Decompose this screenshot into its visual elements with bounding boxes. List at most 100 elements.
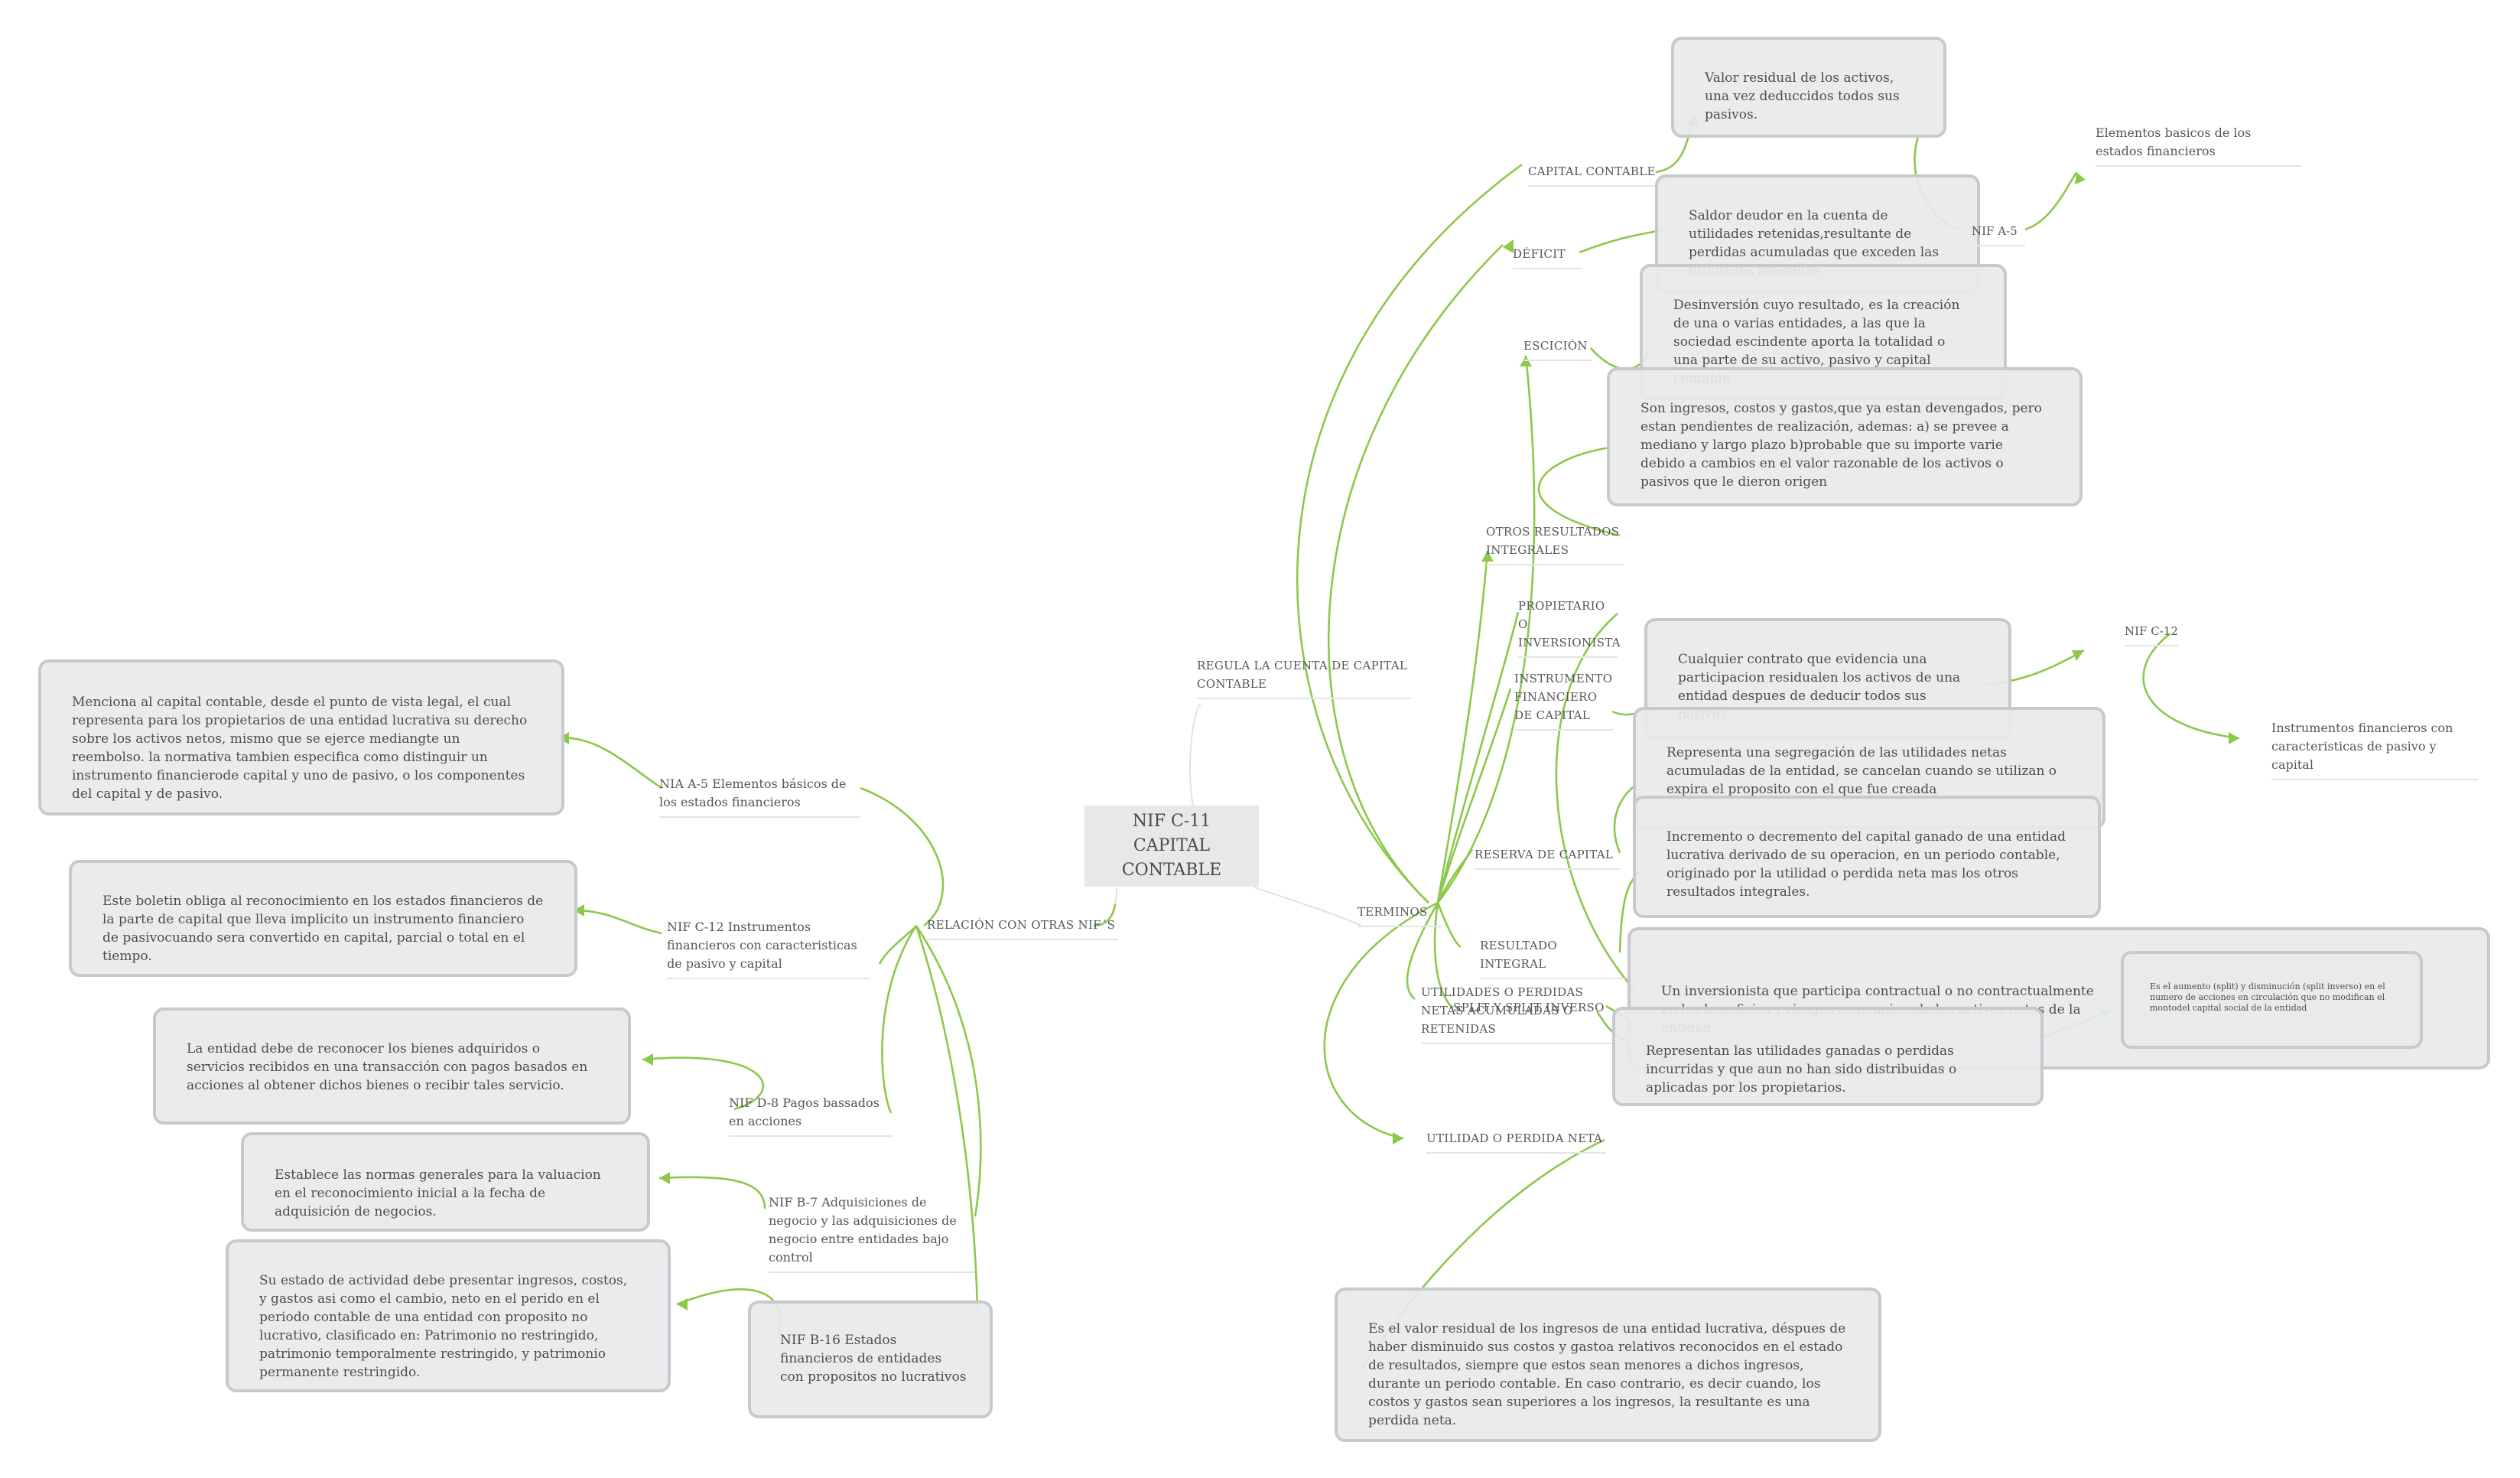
- link-relacion-d8: [881, 925, 918, 1114]
- branch-terminos[interactable]: TERMINOS: [1358, 903, 1442, 927]
- link-terminos-utilidad-neta: [1323, 901, 1439, 1140]
- link-b7-desc: [658, 1176, 766, 1209]
- rel-nif-b16-label: NIF B-16 Estados financieros de entidade…: [780, 1333, 967, 1385]
- term-utilidad-neta[interactable]: UTILIDAD O PERDIDA NETA: [1426, 1129, 1606, 1154]
- ref-nif-c12-desc-label: Instrumentos financieros con caracterist…: [2271, 721, 2453, 772]
- root-title: NIF C-11 CAPITAL CONTABLE: [1121, 812, 1222, 880]
- link-terminos-split: [1433, 902, 1454, 1009]
- def-utilidad-neta[interactable]: Es el valor residual de los ingresos de …: [1335, 1288, 1881, 1442]
- rel-nif-d8-desc[interactable]: La entidad debe de reconocer los bienes …: [153, 1008, 631, 1125]
- def-capital-contable-text: Valor residual de los activos, una vez d…: [1705, 70, 1900, 122]
- def-otros-resultados[interactable]: Son ingresos, costos y gastos,que ya est…: [1607, 367, 2083, 506]
- link-terminos-instrumento: [1436, 688, 1512, 903]
- term-split[interactable]: SPLIT Y SPLIT INVERSO: [1453, 998, 1606, 1021]
- term-escicion-label: ESCICIÓN: [1523, 339, 1588, 353]
- def-otros-resultados-text: Son ingresos, costos y gastos,que ya est…: [1640, 401, 2042, 490]
- term-instrumento[interactable]: INSTRUMENTO FINANCIERO DE CAPITAL: [1514, 669, 1614, 731]
- arrowhead: [659, 1172, 670, 1184]
- link-propietario-def: [1555, 613, 1636, 991]
- rel-nif-c12-desc[interactable]: Este boletin obliga al reconocimiento en…: [69, 860, 577, 977]
- def-capital-contable[interactable]: Valor residual de los activos, una vez d…: [1671, 37, 1946, 138]
- def-split[interactable]: Es el aumento (split) y disminución (spl…: [2121, 951, 2423, 1049]
- rel-nif-b7-desc-text: Establece las normas generales para la v…: [275, 1167, 601, 1219]
- term-capital-contable[interactable]: CAPITAL CONTABLE: [1528, 162, 1658, 187]
- def-utilidades[interactable]: Representan las utilidades ganadas o per…: [1612, 1007, 2044, 1106]
- term-resultado-integral[interactable]: RESULTADO INTEGRAL: [1480, 936, 1625, 979]
- link-d8-desc: [642, 1056, 765, 1111]
- ref-nif-a5-desc[interactable]: Elementos basicos de los estados financi…: [2096, 124, 2302, 167]
- rel-nif-b16[interactable]: NIF B-16 Estados financieros de entidade…: [748, 1301, 993, 1418]
- branch-terminos-label: TERMINOS: [1358, 905, 1428, 919]
- branch-relacion-label: RELACIÓN CON OTRAS NIF´S: [927, 918, 1116, 932]
- link-c12-desc: [573, 909, 662, 935]
- term-instrumento-label: INSTRUMENTO FINANCIERO DE CAPITAL: [1514, 672, 1613, 722]
- arrowhead: [1520, 356, 1532, 366]
- rel-nia-a5-desc[interactable]: Menciona al capital contable, desde el p…: [38, 659, 564, 816]
- term-propietario[interactable]: PROPIETARIO O INVERSIONISTA: [1518, 597, 1621, 658]
- term-capital-contable-label: CAPITAL CONTABLE: [1528, 164, 1656, 178]
- rel-nif-b16-desc-text: Su estado de actividad debe presentar in…: [259, 1273, 628, 1380]
- term-utilidades-label: UTILIDADES O PERDIDAS NETAS ACUMULADAS O…: [1421, 985, 1584, 1036]
- link-terminos-reserva: [1436, 848, 1474, 903]
- ref-nif-c12-label: NIF C-12: [2125, 624, 2178, 638]
- link-deficit-def: [1579, 228, 1664, 254]
- term-otros-resultados-label: OTROS RESULTADOS INTEGRALES: [1486, 525, 1620, 557]
- ref-nif-c12-desc[interactable]: Instrumentos financieros con caracterist…: [2271, 719, 2478, 780]
- arrowhead: [2229, 732, 2239, 744]
- link-terminos-propietario: [1436, 611, 1520, 903]
- branch-regula-label: REGULA LA CUENTA DE CAPITAL CONTABLE: [1197, 659, 1408, 691]
- rel-nif-d8-label: NIF D-8 Pagos bassados en acciones: [729, 1095, 880, 1128]
- arrowhead: [677, 1298, 688, 1310]
- link-relacion-b16: [915, 925, 979, 1309]
- rel-nif-c12[interactable]: NIF C-12 Instrumentos financieros con ca…: [667, 918, 870, 979]
- def-resultado-integral[interactable]: Incremento o decremento del capital gana…: [1633, 796, 2101, 918]
- arrowhead: [2072, 650, 2084, 661]
- root-to-terminos-line: [1253, 887, 1362, 926]
- link-relacion-nia: [860, 786, 945, 927]
- arrowhead: [642, 1053, 653, 1066]
- link-reserva-def: [1613, 783, 1637, 854]
- rel-nia-a5[interactable]: NIA A-5 Elementos básicos de los estados…: [659, 775, 860, 818]
- link-terminos-capital: [1296, 163, 1523, 903]
- ref-nif-c12[interactable]: NIF C-12: [2125, 622, 2178, 646]
- term-reserva-label: RESERVA DE CAPITAL: [1475, 848, 1614, 861]
- branch-relacion[interactable]: RELACIÓN CON OTRAS NIF´S: [927, 916, 1118, 940]
- link-terminos-utilidades: [1406, 902, 1439, 1001]
- rel-nif-b7-desc[interactable]: Establece las normas generales para la v…: [241, 1132, 650, 1232]
- rel-nif-c12-label: NIF C-12 Instrumentos financieros con ca…: [667, 920, 857, 971]
- branch-regula[interactable]: REGULA LA CUENTA DE CAPITAL CONTABLE: [1197, 656, 1411, 699]
- ref-nif-a5[interactable]: NIF A-5: [1972, 222, 2025, 246]
- def-reserva-text: Representa una segregación de las utilid…: [1666, 745, 2057, 797]
- rel-nia-a5-label: NIA A-5 Elementos básicos de los estados…: [659, 776, 847, 809]
- def-utilidad-neta-text: Es el valor residual de los ingresos de …: [1368, 1321, 1846, 1428]
- link-relacion-c12: [878, 925, 918, 965]
- link-nia-desc: [558, 737, 662, 789]
- link-nifc12-desc: [2142, 632, 2240, 740]
- term-utilidades[interactable]: UTILIDADES O PERDIDAS NETAS ACUMULADAS O…: [1421, 983, 1620, 1044]
- rel-nif-b16-desc[interactable]: Su estado de actividad debe presentar in…: [226, 1239, 671, 1392]
- root-topic[interactable]: NIF C-11 CAPITAL CONTABLE: [1084, 806, 1259, 887]
- term-otros-resultados[interactable]: OTROS RESULTADOS INTEGRALES: [1486, 523, 1624, 565]
- link-terminos-otros: [1436, 550, 1489, 903]
- arrowhead: [2075, 172, 2086, 184]
- term-resultado-integral-label: RESULTADO INTEGRAL: [1480, 939, 1557, 971]
- rel-nif-b7[interactable]: NIF B-7 Adquisiciones de negocio y las a…: [769, 1193, 975, 1273]
- term-propietario-label: PROPIETARIO O INVERSIONISTA: [1518, 599, 1621, 649]
- term-deficit-label: DÉFICIT: [1513, 247, 1566, 261]
- ref-nif-a5-desc-label: Elementos basicos de los estados financi…: [2096, 125, 2252, 158]
- def-utilidades-text: Representan las utilidades ganadas o per…: [1646, 1043, 1957, 1095]
- rel-nif-d8[interactable]: NIF D-8 Pagos bassados en acciones: [729, 1094, 893, 1137]
- def-escicion-text: Desinversión cuyo resultado, es la creac…: [1673, 298, 1960, 386]
- term-deficit[interactable]: DÉFICIT: [1513, 245, 1582, 269]
- term-reserva[interactable]: RESERVA DE CAPITAL: [1475, 845, 1620, 870]
- rel-nia-a5-desc-text: Menciona al capital contable, desde el p…: [72, 695, 528, 802]
- def-split-text: Es el aumento (split) y disminución (spl…: [2150, 982, 2385, 1013]
- arrowhead: [1393, 1132, 1403, 1144]
- arrowhead: [574, 904, 584, 916]
- term-escicion[interactable]: ESCICIÓN: [1523, 337, 1592, 361]
- def-resultado-integral-text: Incremento o decremento del capital gana…: [1666, 829, 2066, 900]
- term-utilidad-neta-label: UTILIDAD O PERDIDA NETA: [1426, 1131, 1603, 1145]
- ref-nif-a5-label: NIF A-5: [1972, 224, 2018, 238]
- rel-nif-d8-desc-text: La entidad debe de reconocer los bienes …: [187, 1041, 588, 1093]
- rel-nif-b7-label: NIF B-7 Adquisiciones de negocio y las a…: [769, 1195, 957, 1265]
